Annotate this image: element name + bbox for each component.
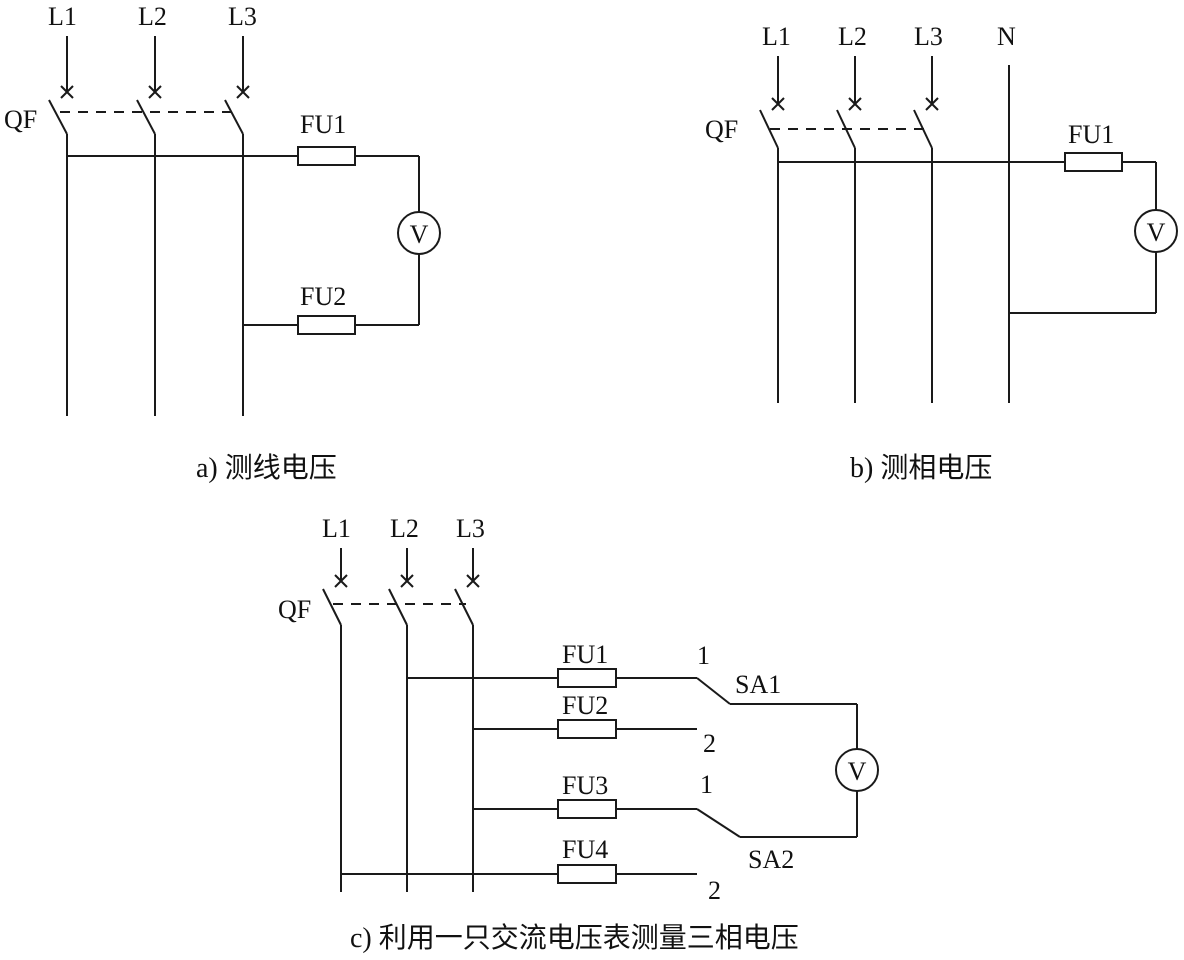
voltmeter-label: V <box>848 757 867 786</box>
phase-label-l1: L1 <box>48 2 77 31</box>
phase-conductors <box>66 134 244 416</box>
phase-label-l2: L2 <box>838 22 867 51</box>
switch-sa2-pos-1: 1 <box>700 770 713 799</box>
fuse-fu2 <box>297 315 356 335</box>
voltmeter-label: V <box>410 220 429 249</box>
incoming-arrows <box>771 56 939 111</box>
fuse-branches <box>341 677 697 875</box>
phase-label-l2: L2 <box>138 2 167 31</box>
breaker-label-qf: QF <box>4 105 37 134</box>
incoming-arrows <box>60 36 250 99</box>
breaker-qf-symbol <box>48 99 244 135</box>
switch-sa1-pos-1: 1 <box>697 641 710 670</box>
neutral-label-n: N <box>997 22 1016 51</box>
voltmeter-icon <box>835 748 879 792</box>
caption-b: b) 测相电压 <box>850 452 992 484</box>
switch-sa2-pos-2: 2 <box>708 876 721 905</box>
switch-sa1-pos-2: 2 <box>703 729 716 758</box>
fuse-label-fu1: FU1 <box>300 110 346 139</box>
fuse-fu1 <box>297 146 356 166</box>
fuse-label-fu2: FU2 <box>562 691 608 720</box>
breaker-qf-symbol <box>759 109 933 149</box>
voltmeter-icon <box>1134 209 1178 253</box>
caption-c: c) 利用一只交流电压表测量三相电压 <box>350 922 799 954</box>
caption-a: a) 测线电压 <box>196 452 337 484</box>
phase-label-l3: L3 <box>456 514 485 543</box>
switch-sa2-symbol <box>696 808 857 838</box>
phase-label-l3: L3 <box>914 22 943 51</box>
switch-label-sa2: SA2 <box>748 845 794 874</box>
diagram-a: L1 L2 L3 QF <box>4 2 441 484</box>
phase-conductors <box>340 625 474 892</box>
fuse-fu3 <box>557 799 617 819</box>
voltmeter-label: V <box>1147 218 1166 247</box>
fuse-label-fu1: FU1 <box>562 640 608 669</box>
fuse-fu4 <box>557 864 617 884</box>
phase-label-l1: L1 <box>322 514 351 543</box>
fuse-fu1 <box>557 668 617 688</box>
conductors <box>777 65 1010 403</box>
measurement-loop <box>67 155 420 326</box>
fuse-label-fu2: FU2 <box>300 282 346 311</box>
fuse-label-fu1: FU1 <box>1068 120 1114 149</box>
diagram-b: L1 L2 L3 N QF <box>705 22 1178 484</box>
phase-label-l1: L1 <box>762 22 791 51</box>
breaker-label-qf: QF <box>705 115 738 144</box>
measurement-loop <box>778 161 1157 314</box>
phase-label-l2: L2 <box>390 514 419 543</box>
breaker-label-qf: QF <box>278 595 311 624</box>
breaker-qf-symbol <box>322 588 474 626</box>
fuse-fu2 <box>557 719 617 739</box>
incoming-arrows <box>334 548 480 588</box>
fuse-label-fu4: FU4 <box>562 835 608 864</box>
fuse-label-fu3: FU3 <box>562 771 608 800</box>
switch-label-sa1: SA1 <box>735 670 781 699</box>
switch-sa1-symbol <box>696 677 857 705</box>
fuse-fu1 <box>1064 152 1123 172</box>
diagram-c: L1 L2 L3 QF <box>278 514 879 954</box>
voltmeter-icon <box>397 211 441 255</box>
phase-label-l3: L3 <box>228 2 257 31</box>
